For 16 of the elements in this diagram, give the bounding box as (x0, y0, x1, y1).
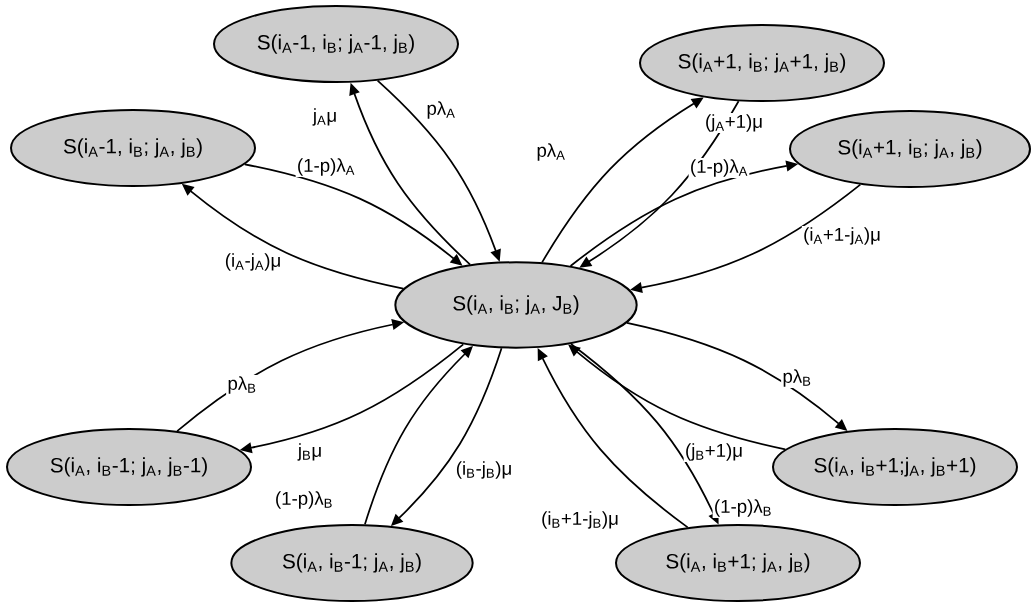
edge-label: (1-p)λ$_{A}$ (688, 157, 750, 179)
edge-label: pλ$_{A}$ (535, 141, 567, 163)
edge-label: j$_{A}$μ (311, 106, 339, 128)
edge-label: (i$_{A}$-j$_{A}$)μ (223, 251, 283, 273)
edge-label: (1-p)λ$_{B}$ (273, 489, 335, 511)
edge-label: (i$_{B}$-j$_{B}$)μ (454, 459, 514, 481)
edge-label: pλ$_{B}$ (781, 367, 813, 389)
arrow (568, 344, 787, 451)
edge-label: (1-p)λ$_{B}$ (712, 497, 774, 519)
edge-label: (i$_{A}$+1-j$_{A}$)μ (801, 225, 883, 247)
edge-label: pλ$_{A}$ (425, 99, 457, 121)
edge-label: j$_{B}$μ (296, 441, 324, 463)
edge-label: pλ$_{B}$ (226, 374, 258, 396)
edge-label: (j$_{B}$+1)μ (683, 441, 745, 463)
edge-label: (j$_{A}$+1)μ (703, 112, 765, 134)
edge-label: (1-p)λ$_{A}$ (295, 156, 357, 178)
